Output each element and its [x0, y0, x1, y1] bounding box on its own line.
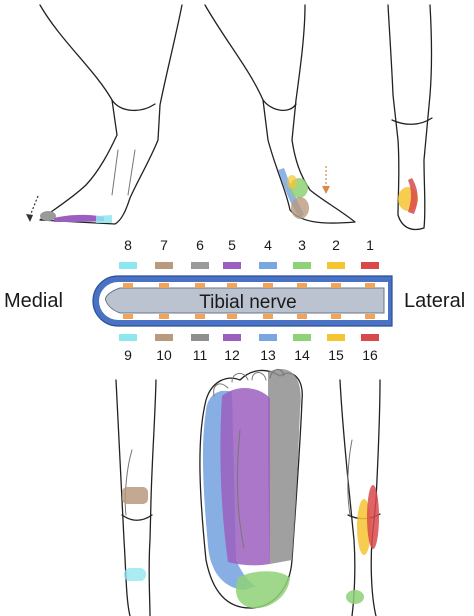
top-left-leg [26, 4, 183, 225]
bottom-left-leg [115, 379, 157, 616]
contact-8 [123, 283, 133, 288]
region-5-medial-sole [54, 214, 104, 222]
electrode-contacts-top [123, 283, 375, 288]
swatch-15 [327, 334, 345, 341]
contact-6 [195, 283, 205, 288]
number-9: 9 [124, 347, 132, 363]
lateral-label: Lateral [404, 290, 465, 312]
swatch-14 [293, 334, 311, 341]
number-14: 14 [294, 347, 310, 363]
region-14-heel [235, 571, 290, 609]
region-14-lateral-heel [346, 590, 364, 604]
bottom-number-row: 9 10 11 12 13 14 15 16 [124, 347, 378, 363]
top-swatch-row [119, 262, 379, 269]
contact-5 [227, 283, 237, 288]
region-16-lateral-calf [367, 485, 379, 549]
dotted-arrow-icon [29, 195, 39, 217]
number-4: 4 [264, 237, 272, 253]
contact-14 [297, 314, 307, 319]
nerve-cuff: Tibial nerve [92, 275, 393, 327]
nerve-label: Tibial nerve [199, 292, 297, 313]
number-13: 13 [260, 347, 276, 363]
contact-4 [263, 283, 273, 288]
medial-label: Medial [4, 290, 63, 312]
region-11-lateral-sole [268, 369, 301, 564]
number-12: 12 [224, 347, 240, 363]
region-12-central-sole [220, 387, 270, 566]
region-10-calf [122, 487, 148, 504]
swatch-3 [293, 262, 311, 269]
swatch-13 [259, 334, 277, 341]
number-11: 11 [193, 347, 208, 363]
contact-11 [195, 314, 205, 319]
top-right-leg [387, 4, 433, 231]
number-10: 10 [156, 347, 172, 363]
swatch-9 [119, 334, 137, 341]
swatch-16 [361, 334, 379, 341]
arrowhead-icon [322, 186, 330, 194]
contact-12 [227, 314, 237, 319]
bottom-right-leg [339, 379, 381, 616]
top-middle-leg [204, 4, 356, 224]
contact-2 [331, 283, 341, 288]
contact-1 [365, 283, 375, 288]
swatch-2 [327, 262, 345, 269]
number-1: 1 [366, 237, 374, 253]
swatch-5 [223, 262, 241, 269]
arrowhead-icon [26, 214, 33, 222]
contact-13 [263, 314, 273, 319]
plantar-foot [199, 369, 303, 609]
region-8-medial-toe [96, 215, 112, 223]
region-6-heel-medial [40, 211, 56, 221]
swatch-7 [155, 262, 173, 269]
number-3: 3 [298, 237, 306, 253]
number-15: 15 [328, 347, 344, 363]
region-7-lateral-heel [291, 197, 309, 219]
swatch-6 [191, 262, 209, 269]
swatch-12 [223, 334, 241, 341]
top-number-row: 8 7 6 5 4 3 2 1 [124, 237, 374, 253]
number-6: 6 [196, 237, 204, 253]
number-7: 7 [160, 237, 168, 253]
contact-7 [159, 283, 169, 288]
contact-9 [123, 314, 133, 319]
number-8: 8 [124, 237, 132, 253]
number-16: 16 [362, 347, 378, 363]
swatch-8 [119, 262, 137, 269]
swatch-1 [361, 262, 379, 269]
contact-15 [331, 314, 341, 319]
contact-10 [159, 314, 169, 319]
region-9-medial-ankle [124, 568, 146, 581]
contact-16 [365, 314, 375, 319]
swatch-11 [191, 334, 209, 341]
number-5: 5 [228, 237, 236, 253]
contact-3 [297, 283, 307, 288]
nerve-bundle [105, 287, 385, 314]
swatch-10 [155, 334, 173, 341]
electrode-contacts-bottom [123, 314, 375, 319]
bottom-swatch-row [119, 334, 379, 341]
number-2: 2 [332, 237, 340, 253]
swatch-4 [259, 262, 277, 269]
region-1-heel-posterior [408, 178, 418, 214]
region-2-lateral [287, 175, 297, 189]
